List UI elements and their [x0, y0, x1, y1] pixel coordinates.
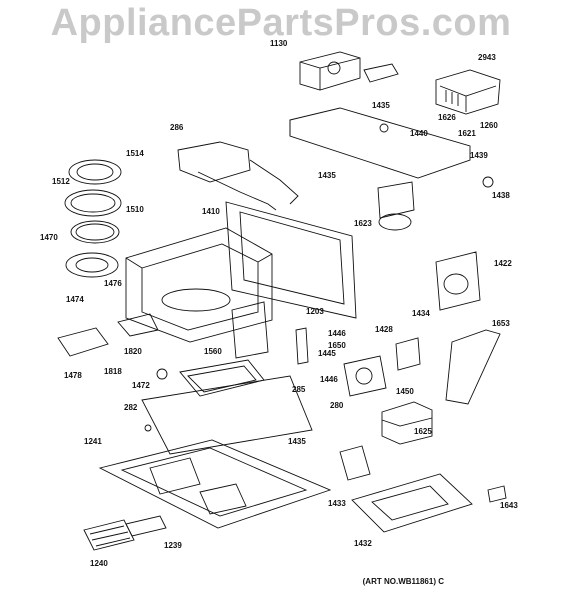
- part-number-label: 1650: [328, 341, 346, 350]
- control-panel-part: [445, 329, 501, 405]
- terminal-block: [487, 485, 507, 503]
- base-plate: [98, 439, 332, 529]
- back-panel: [225, 201, 357, 319]
- part-number-label: 1130: [270, 39, 288, 48]
- relay-part: [395, 337, 421, 371]
- part-number-label: 1476: [104, 279, 122, 288]
- stirrer-motor-part: [435, 251, 481, 311]
- part-number-label: 1623: [354, 219, 372, 228]
- part-number-label: 1433: [328, 499, 346, 508]
- callout-labels: 1130 2943 1435 286 1626 1440 1621 1260 1514 1439 1…: [40, 39, 518, 568]
- turntable-support: [65, 252, 119, 278]
- part-number-label: 1260: [480, 121, 498, 130]
- part-number-label: 1410: [202, 207, 220, 216]
- part-number-label: 1510: [126, 205, 144, 214]
- part-number-label: 1445: [318, 349, 336, 358]
- part-number-label: 1422: [494, 259, 512, 268]
- coupler-part: [156, 368, 168, 380]
- blower-assembly-part: [299, 51, 361, 91]
- part-number-label: 280: [330, 401, 344, 410]
- transformer-part: [381, 401, 433, 445]
- part-number-label: 1240: [90, 559, 108, 568]
- part-number-label: 1428: [375, 325, 393, 334]
- duct-part: [177, 141, 299, 211]
- light-cover-part: [117, 313, 159, 337]
- part-number-label: 1435: [318, 171, 336, 180]
- switch-holder: [295, 327, 309, 365]
- part-number-label: 1470: [40, 233, 58, 242]
- part-number-label: 1435: [288, 437, 306, 446]
- part-number-label: 1446: [328, 329, 346, 338]
- part-number-label: 1440: [410, 129, 428, 138]
- sensor-part: [482, 176, 494, 188]
- roller-ring: [70, 220, 120, 244]
- part-number-label: 1241: [84, 437, 102, 446]
- bottom-duct-channel: [141, 375, 313, 455]
- part-number-label: 1432: [354, 539, 372, 548]
- part-number-label: 2943: [478, 53, 496, 62]
- plate-part: [57, 327, 109, 357]
- part-number-label: 1438: [492, 191, 510, 200]
- part-number-label: 1621: [458, 129, 476, 138]
- part-number-label: 1818: [104, 367, 122, 376]
- fuse-part: [144, 424, 152, 432]
- part-number-label: 1439: [470, 151, 488, 160]
- turntable-tray: [68, 159, 122, 185]
- part-number-label: 1625: [414, 427, 432, 436]
- latch-bracket: [231, 301, 269, 359]
- part-number-label: 1820: [124, 347, 142, 356]
- oven-cavity: [125, 227, 273, 343]
- part-number-label: 1472: [132, 381, 150, 390]
- part-number-label: 1474: [66, 295, 84, 304]
- motor-assembly-part: [435, 69, 501, 115]
- filter-part: [83, 519, 135, 551]
- part-number-label: 1446: [320, 375, 338, 384]
- part-number-label: 1514: [126, 149, 144, 158]
- part-number-label: 1435: [372, 101, 390, 110]
- part-number-label: 1450: [396, 387, 414, 396]
- part-number-label: 1643: [500, 501, 518, 510]
- part-number-label: 285: [292, 385, 306, 394]
- part-number-label: 1203: [306, 307, 324, 316]
- watermark-text: AppliancePartsPros.com: [50, 2, 512, 44]
- heater-plate: [351, 473, 473, 533]
- fan-motor-part: [377, 181, 415, 231]
- part-number-label: 1560: [204, 347, 222, 356]
- vent-cover-plate: [363, 63, 399, 83]
- part-number-label: 1478: [64, 371, 82, 380]
- part-number-label: 1239: [164, 541, 182, 550]
- part-number-label: 282: [124, 403, 138, 412]
- cooling-fan-part: [343, 355, 387, 397]
- art-number: (ART NO.WB11861) C: [362, 577, 444, 586]
- turntable-grill: [64, 189, 122, 217]
- thermostat-part: [379, 123, 389, 133]
- part-number-label: 1653: [492, 319, 510, 328]
- part-number-label: 1512: [52, 177, 70, 186]
- part-number-label: 286: [170, 123, 184, 132]
- capacitor-part: [339, 445, 371, 481]
- grille-part: [125, 515, 167, 537]
- bottom-duct-part: [179, 359, 265, 397]
- part-number-label: 1626: [438, 113, 456, 122]
- part-number-label: 1434: [412, 309, 430, 318]
